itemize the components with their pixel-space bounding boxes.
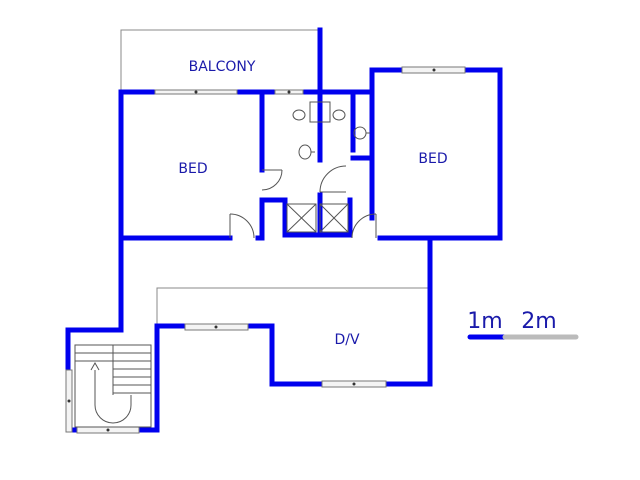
shower-trays: [286, 203, 349, 233]
label-dv: D/V: [334, 332, 359, 348]
staircase: [74, 344, 152, 428]
scale-bar: 1m 2m: [467, 309, 579, 340]
window-dots: [67, 68, 436, 432]
label-balcony: BALCONY: [189, 59, 256, 75]
balcony-outline: [120, 29, 320, 92]
label-bed-left: BED: [178, 161, 207, 177]
doors: [229, 165, 377, 239]
scale-label-1m: 1m: [467, 309, 502, 334]
dv-outline: [156, 287, 430, 326]
label-bed-right: BED: [418, 151, 447, 167]
scale-label-2m: 2m: [521, 309, 556, 334]
windows: [65, 66, 466, 434]
walls: [65, 27, 503, 433]
bathroom-fixtures: [292, 101, 370, 160]
